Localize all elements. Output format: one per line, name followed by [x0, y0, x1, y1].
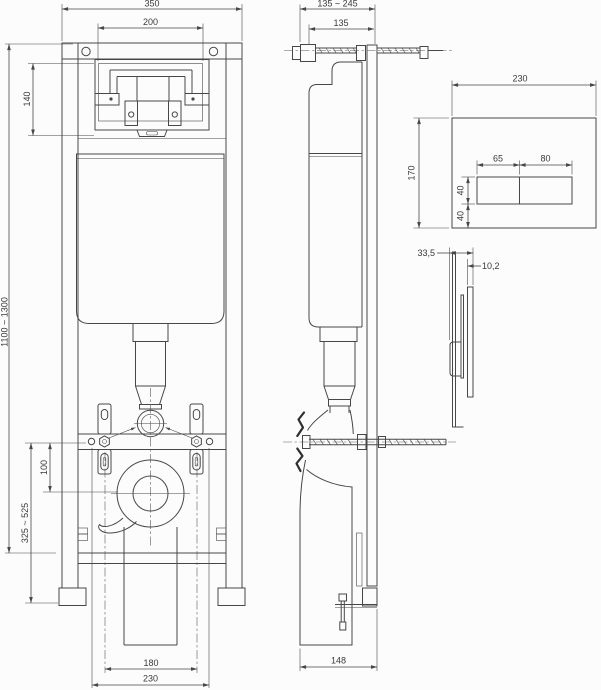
- dim-profile-depth: 33,5: [417, 248, 435, 258]
- outlet-sleeve: [356, 532, 363, 587]
- front-view: 350 200 140 1100 ~ 1300 100 325 ~ 525: [0, 0, 246, 688]
- dim-bracket-plate-height: 140: [22, 91, 32, 106]
- side-cistern: [308, 61, 363, 328]
- frame-lower-bar: [77, 552, 227, 564]
- front-wc-bend: [98, 459, 190, 646]
- rod-thread-hatch: [318, 47, 357, 54]
- dim-plate-width: 230: [512, 74, 527, 84]
- base-bolt-nut: [339, 621, 347, 631]
- pan-bolt-right: [191, 435, 202, 448]
- dim-outlet-center-offset: 100: [39, 460, 49, 475]
- bracket-arm-right: [168, 100, 182, 126]
- side-flush-pipe: [319, 326, 358, 413]
- rod-nut: [356, 45, 366, 61]
- rod-nut: [357, 434, 367, 450]
- dim-outlet-height-range: 325 ~ 525: [20, 503, 30, 543]
- strap-lower-left: [97, 449, 112, 475]
- strap-lower-right: [189, 449, 204, 475]
- strap-upper-left: [97, 403, 112, 435]
- dim-panel-thickness: 10,2: [482, 261, 500, 271]
- push-plate-front-view: 230 170 65 80 40 40: [407, 74, 597, 229]
- dim-button-left-width: 65: [493, 154, 503, 164]
- frame-right-rail: [225, 42, 243, 589]
- mounting-frame-profile: [452, 251, 456, 428]
- front-support-rail: [77, 403, 227, 475]
- frame-left-rail: [61, 42, 79, 589]
- pan-bolt-left: [99, 435, 110, 448]
- button-profile: [449, 341, 461, 377]
- bracket-tab-right: [184, 93, 210, 106]
- strap-upper-right: [189, 403, 204, 435]
- bracket-tab-left: [94, 93, 120, 106]
- front-flush-pipe: [108, 323, 193, 548]
- dim-frame-height-range: 1100 ~ 1300: [0, 297, 10, 347]
- flush-buttons: [476, 176, 573, 205]
- side-rail-foot: [362, 587, 378, 607]
- cover-plate-profile: [467, 286, 474, 398]
- side-top-rod: [284, 44, 452, 62]
- dim-base-depth: 148: [331, 656, 346, 666]
- frame-foot-left: [58, 587, 87, 606]
- rod-washer: [300, 44, 316, 62]
- dim-pan-fixing-spacing: 230: [143, 674, 158, 684]
- dim-plate-height: 170: [407, 165, 417, 180]
- side-frame-rail: [362, 44, 378, 607]
- push-plate-side-view: 33,5 10,2: [417, 247, 500, 428]
- push-plate-outline: [451, 117, 597, 229]
- side-mid-rod: [283, 411, 456, 473]
- side-view-dimensions: 135 ~ 245 135 148: [299, 0, 378, 671]
- frame-foot-right: [217, 587, 246, 606]
- outlet-spout: [98, 517, 137, 534]
- spring-clip: [296, 411, 306, 438]
- rod-thread-hatch: [312, 439, 442, 445]
- hanger-hole-right: [208, 46, 219, 57]
- rail-clip-right: [216, 527, 227, 535]
- dim-pan-bolt-spacing: 180: [143, 658, 158, 668]
- rod-washer: [302, 435, 311, 449]
- dim-bracket-plate-width: 200: [143, 17, 158, 27]
- base-bolt-head: [338, 593, 347, 602]
- frame-top-bar: [61, 42, 243, 60]
- front-view-dimensions: 350 200 140 1100 ~ 1300 100 325 ~ 525: [0, 0, 243, 688]
- cistern-outline: [76, 153, 225, 324]
- rail-clip-left: [77, 527, 88, 535]
- front-cistern: [76, 153, 225, 324]
- dim-button-height: 40: [456, 185, 466, 195]
- dim-button-bottom-offset: 40: [456, 211, 466, 221]
- dim-depth: 135: [333, 18, 348, 28]
- hanger-hole-left: [81, 46, 91, 57]
- dim-depth-range: 135 ~ 245: [317, 0, 357, 9]
- plate-profile: [449, 251, 474, 428]
- dim-button-right-width: 80: [540, 154, 550, 164]
- front-frame: [58, 42, 246, 606]
- bracket-arm-left: [124, 100, 138, 126]
- dim-frame-width: 350: [144, 0, 159, 9]
- side-wc-bend: [299, 409, 377, 646]
- fixing-hole-right: [205, 437, 214, 446]
- fixing-hole-left: [87, 437, 96, 446]
- side-view: 135 ~ 245 135 148: [283, 0, 456, 671]
- front-bracket-plate: [78, 59, 226, 139]
